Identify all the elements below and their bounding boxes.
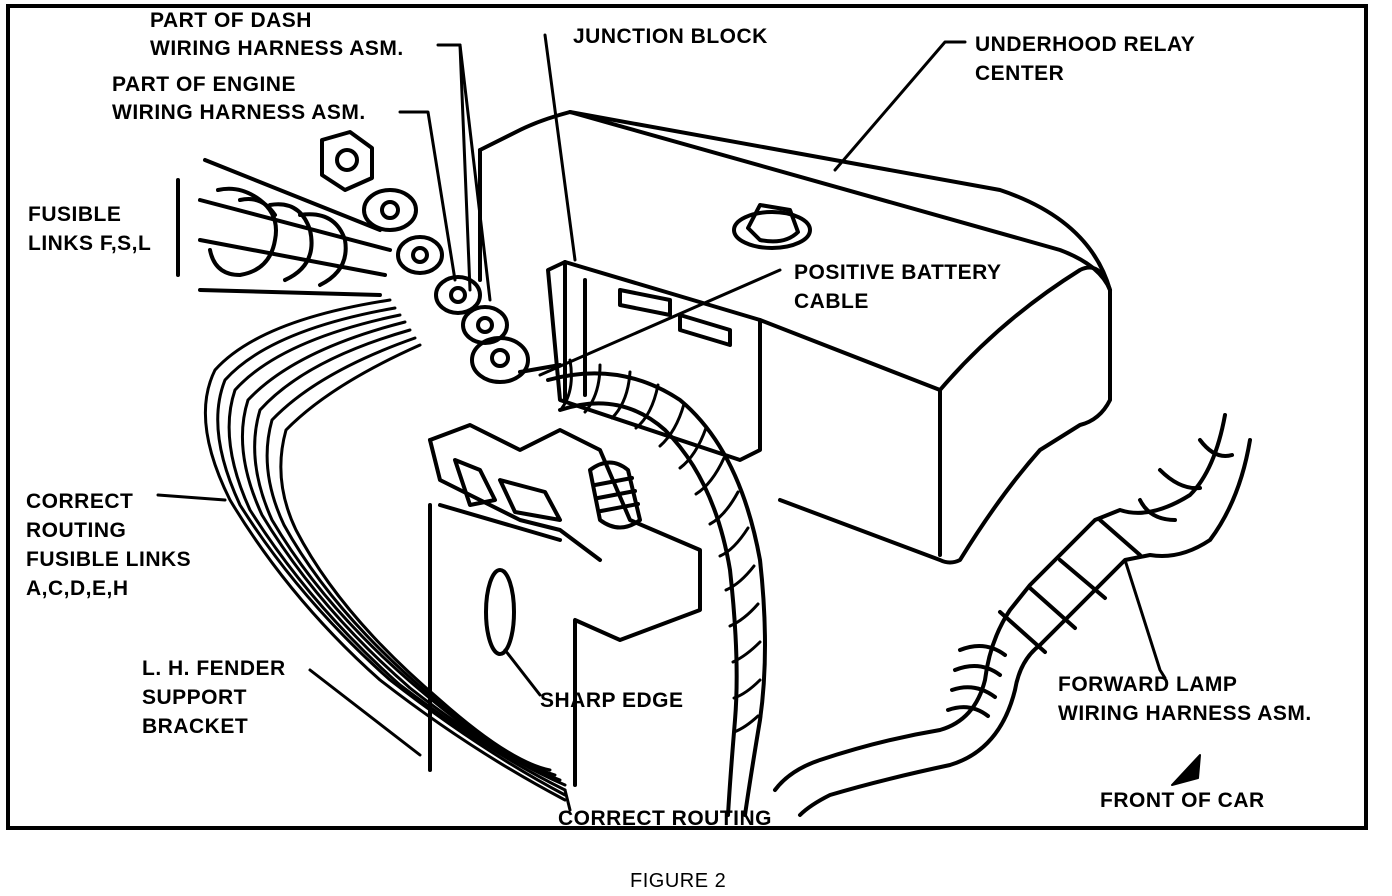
forward-lamp-label-line1: FORWARD LAMP	[1058, 673, 1238, 696]
correct-routing-links-label-line2: ROUTING	[26, 519, 127, 542]
figure-frame	[6, 4, 1368, 830]
junction-block-label: JUNCTION BLOCK	[573, 25, 768, 48]
fender-bracket-label-line2: SUPPORT	[142, 686, 248, 709]
relay-center-label-line1: UNDERHOOD RELAY	[975, 33, 1196, 56]
relay-center-box	[478, 110, 1112, 565]
figure-caption: FIGURE 2	[630, 870, 727, 892]
fender-support-bracket	[428, 423, 702, 787]
battery-stud	[588, 460, 642, 530]
correct-routing-label: CORRECT ROUTING	[558, 807, 772, 830]
fusible-links-fsl-label-line1: FUSIBLE	[28, 203, 122, 226]
fender-bracket-label-line1: L. H. FENDER	[142, 657, 286, 680]
battery-cable-label-line2: CABLE	[794, 290, 869, 313]
leader-lines	[156, 33, 1167, 812]
fender-bracket-label-line3: BRACKET	[142, 715, 249, 738]
engine-harness-label-line1: PART OF ENGINE	[112, 73, 296, 96]
dash-harness-label-line2: WIRING HARNESS ASM.	[150, 37, 404, 60]
relay-center-stud	[732, 203, 812, 250]
forward-lamp-label-line2: WIRING HARNESS ASM.	[1058, 702, 1312, 725]
correct-routing-links-label-line1: CORRECT	[26, 490, 134, 513]
positive-battery-cable	[546, 358, 767, 817]
forward-lamp-harness	[773, 413, 1252, 817]
fusible-links-fsl-bundle	[176, 158, 392, 297]
front-of-car-label: FRONT OF CAR	[1100, 789, 1265, 812]
fusible-links-fsl-label-line2: LINKS F,S,L	[28, 232, 152, 255]
relay-center-label-line2: CENTER	[975, 62, 1065, 85]
front-of-car-arrow	[1171, 754, 1201, 786]
battery-cable-label-line1: POSITIVE BATTERY	[794, 261, 1002, 284]
battery-terminal-stack	[320, 130, 562, 384]
junction-block	[546, 260, 762, 462]
fusible-links-acdeh	[203, 298, 567, 802]
dash-harness-label-line1: PART OF DASH	[150, 9, 312, 32]
sharp-edge-label: SHARP EDGE	[540, 689, 684, 712]
correct-routing-links-label-line3: FUSIBLE LINKS	[26, 548, 192, 571]
engine-harness-label-line2: WIRING HARNESS ASM.	[112, 101, 366, 124]
correct-routing-links-label-line4: A,C,D,E,H	[26, 577, 129, 600]
